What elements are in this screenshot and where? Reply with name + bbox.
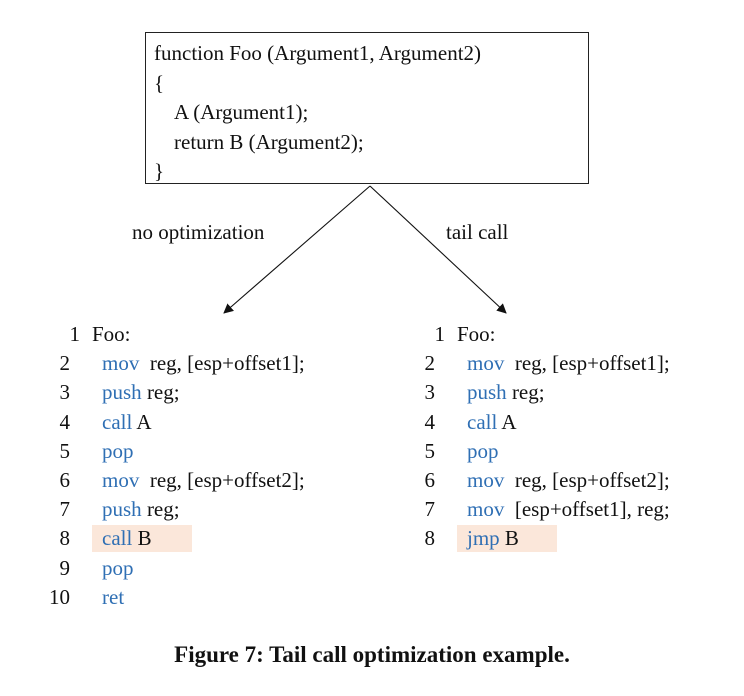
instruction-keyword: mov (102, 467, 140, 492)
open-brace: { (154, 70, 165, 95)
instruction-operands: reg; (506, 380, 545, 405)
line-number: 7 (59, 497, 71, 522)
instruction-keyword: pop (467, 438, 499, 463)
function-definition-box: function Foo (Argument1, Argument2) { A … (145, 32, 589, 184)
line-number: 1 (434, 322, 446, 346)
instruction-keyword: ret (102, 584, 125, 609)
listing-no-optimization: 1 Foo: 2 mov reg, [esp+offset1]; 3 push reg… (49, 320, 305, 612)
line-number: 1 (69, 322, 81, 346)
listing-tail-call: 1 Foo: 2 mov reg, [esp+offset1]; 3 push reg… (425, 320, 670, 554)
instruction-keyword: pop (102, 555, 134, 580)
instruction-keyword: call (102, 409, 133, 434)
call-a-statement: A (Argument1); (174, 100, 309, 124)
instruction-operands: Foo: (457, 322, 496, 346)
code-line: 7 push reg; (60, 495, 305, 524)
instruction-keyword: call (102, 526, 133, 551)
line-number: 4 (424, 409, 436, 434)
instruction-operands: reg; (141, 380, 180, 405)
line-number: 6 (59, 467, 71, 492)
line-number: 5 (424, 438, 436, 463)
line-number: 2 (59, 351, 71, 376)
instruction-keyword: call (467, 409, 498, 434)
line-number: 8 (59, 526, 71, 551)
instruction-operands: B (499, 526, 519, 551)
return-b-statement: return B (Argument2); (174, 129, 364, 154)
code-line-highlighted: 8 call B (60, 524, 305, 553)
code-line: 10 ret (49, 583, 305, 612)
code-line: 2 mov reg, [esp+offset1]; (425, 349, 670, 378)
highlight-marker (457, 525, 557, 553)
instruction-operands: [esp+offset1], reg; (504, 497, 670, 522)
highlight-marker (92, 525, 192, 553)
instruction-operands: reg; (141, 497, 180, 522)
function-signature: function Foo (Argument1, Argument2) (154, 41, 482, 65)
instruction-operands: reg, [esp+offset1]; (504, 351, 670, 376)
code-line: 4 call A (425, 408, 670, 437)
code-line: 7 mov [esp+offset1], reg; (425, 495, 670, 524)
code-line: 1 Foo: (70, 320, 305, 349)
instruction-keyword: mov (467, 497, 505, 522)
right-arrow (369, 185, 507, 314)
line-number: 2 (424, 351, 436, 376)
line-number: 3 (59, 380, 71, 405)
no-optimization-label: no optimization (132, 220, 265, 244)
line-number: 8 (424, 526, 436, 551)
instruction-operands: A (497, 409, 517, 434)
left-arrow (223, 185, 371, 314)
instruction-operands: B (132, 526, 152, 551)
instruction-keyword: jmp (467, 526, 500, 551)
line-number: 10 (49, 584, 70, 609)
line-number: 5 (59, 438, 71, 463)
instruction-operands: Foo: (92, 322, 131, 346)
code-line: 2 mov reg, [esp+offset1]; (60, 349, 305, 378)
code-line: 5 pop (425, 437, 670, 466)
code-line: 3 push reg; (60, 378, 305, 407)
line-number: 6 (424, 467, 436, 492)
code-line: 9 pop (60, 554, 305, 583)
code-line-highlighted: 8 jmp B (425, 524, 670, 553)
code-line: 3 push reg; (425, 378, 670, 407)
line-number: 7 (424, 497, 436, 522)
instruction-operands: reg, [esp+offset1]; (139, 351, 305, 376)
line-number: 4 (59, 409, 71, 434)
instruction-keyword: mov (102, 351, 140, 376)
code-line: 4 call A (60, 408, 305, 437)
instruction-keyword: mov (467, 467, 505, 492)
code-line: 1 Foo: (435, 320, 670, 349)
instruction-operands: reg, [esp+offset2]; (139, 467, 305, 492)
instruction-keyword: pop (102, 438, 134, 463)
code-line: 5 pop (60, 437, 305, 466)
instruction-keyword: mov (467, 351, 505, 376)
instruction-operands: A (132, 409, 152, 434)
instruction-keyword: push (467, 380, 507, 405)
code-line: 6 mov reg, [esp+offset2]; (60, 466, 305, 495)
line-number: 9 (59, 555, 71, 580)
code-line: 6 mov reg, [esp+offset2]; (425, 466, 670, 495)
close-brace: } (154, 159, 165, 183)
figure-caption: Figure 7: Tail call optimization example… (174, 642, 570, 667)
instruction-keyword: push (102, 380, 142, 405)
instruction-operands: reg, [esp+offset2]; (504, 467, 670, 492)
instruction-keyword: push (102, 497, 142, 522)
line-number: 3 (424, 380, 436, 405)
tail-call-label: tail call (446, 220, 509, 244)
